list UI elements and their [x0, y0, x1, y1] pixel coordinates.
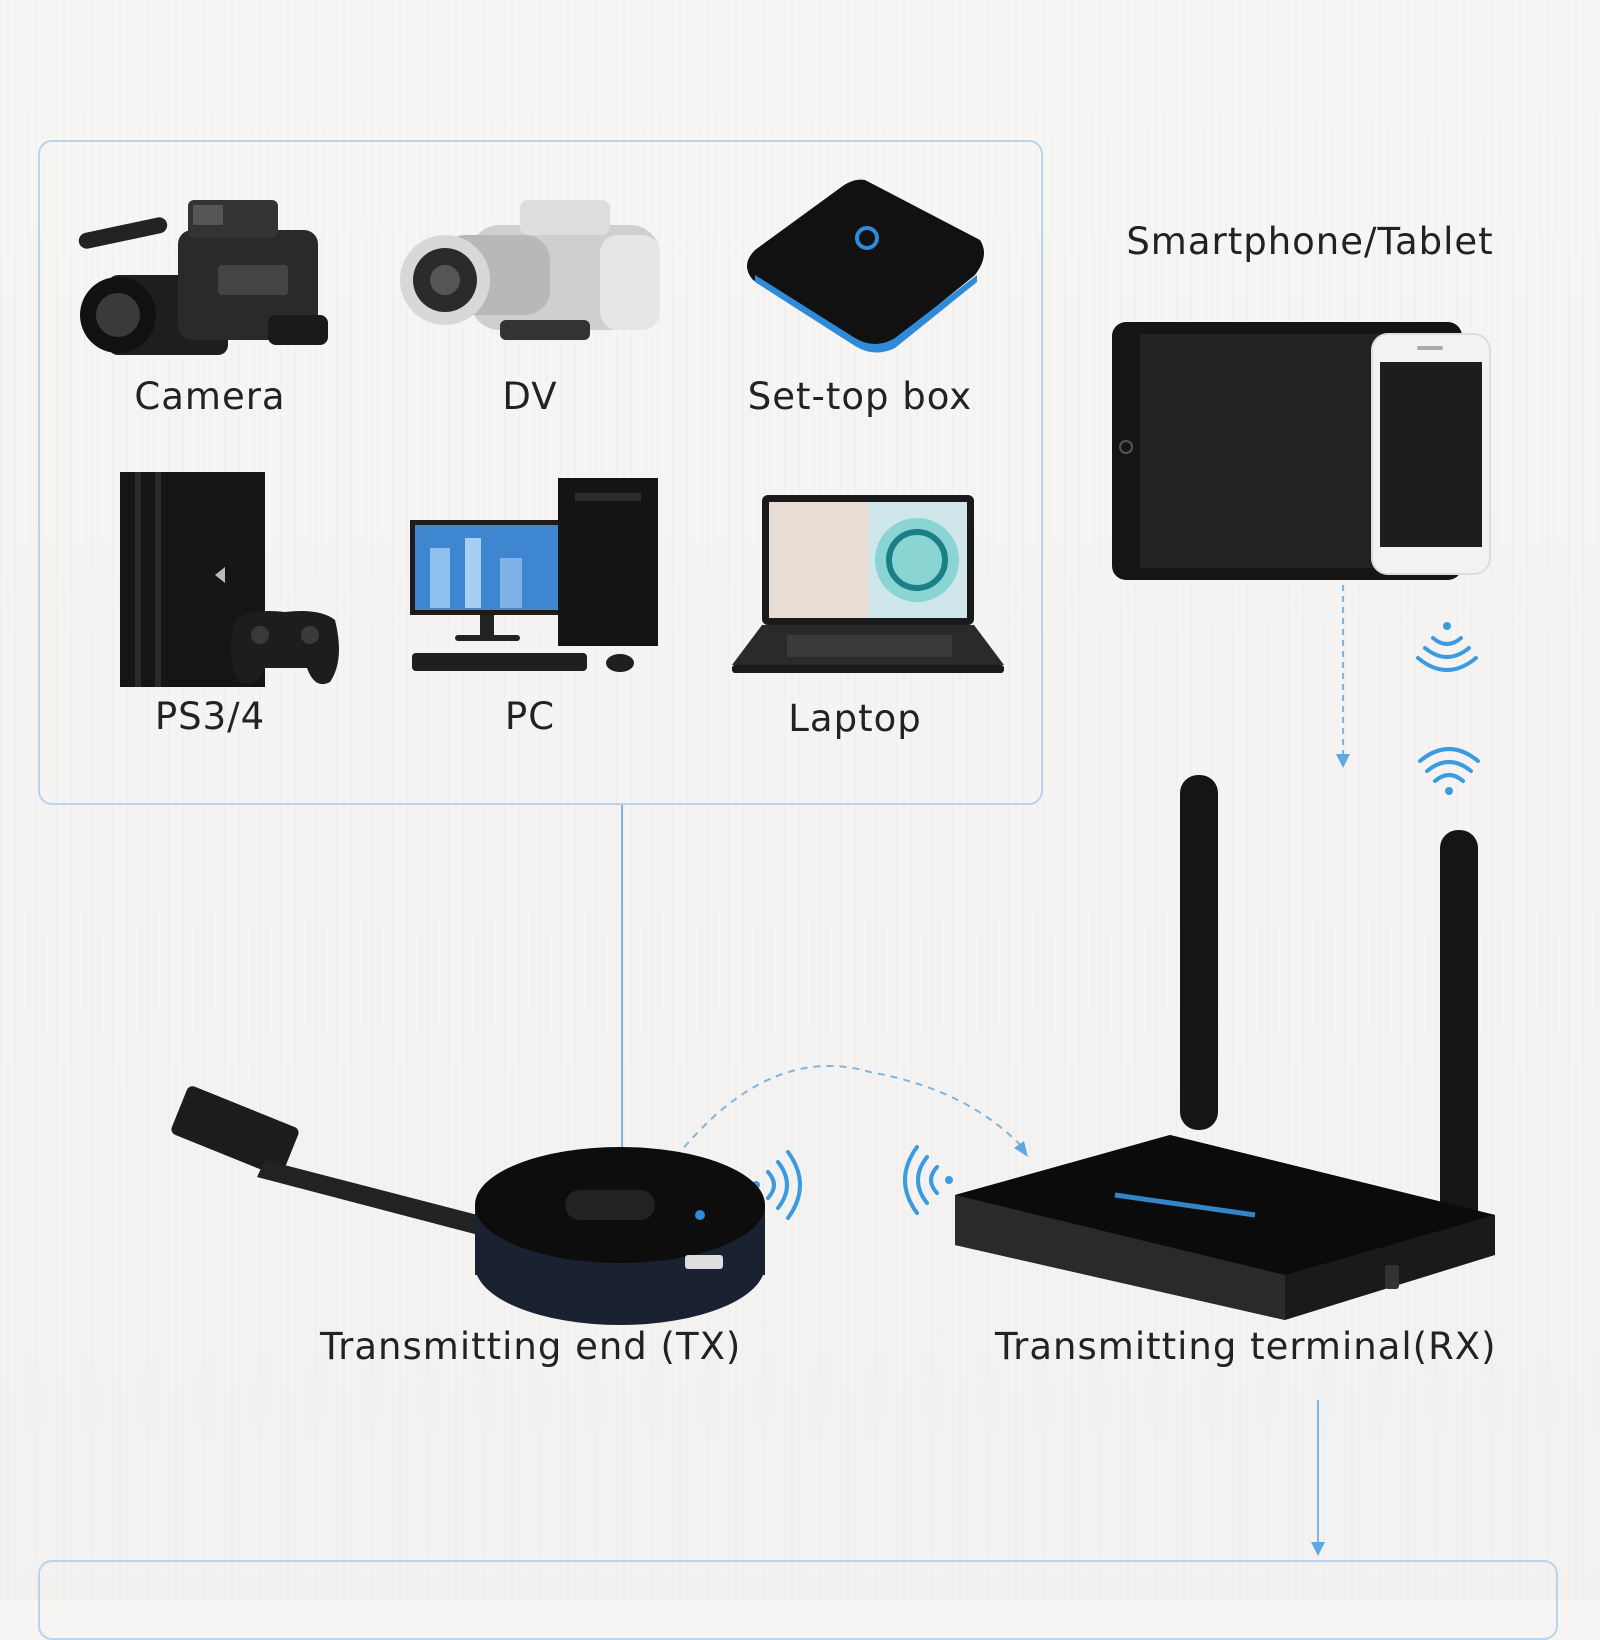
dv-label: DV [502, 375, 558, 418]
settop-box-label: Set-top box [747, 375, 973, 418]
wifi-signal-icon [1416, 622, 1478, 672]
sources-group-box [38, 140, 1043, 805]
settop-box-icon [746, 179, 984, 353]
pc-label: PC [504, 695, 556, 738]
game-console-icon [120, 472, 339, 687]
laptop-icon [732, 495, 1004, 673]
arrowhead-icon [1336, 754, 1350, 768]
antenna-icon [1180, 775, 1218, 1130]
tablet-phone-icon [1112, 322, 1491, 580]
receiver-box-icon [955, 775, 1495, 1320]
arrowhead-icon [1311, 1542, 1325, 1556]
camera-label: Camera [134, 375, 286, 418]
camcorder-icon [78, 200, 328, 355]
rx-label: Transmitting terminal(RX) [995, 1325, 1497, 1368]
mobile-label: Smartphone/Tablet [1126, 220, 1494, 263]
desktop-pc-icon [410, 478, 658, 672]
ps-label: PS3/4 [154, 695, 266, 738]
antenna-icon [1440, 830, 1478, 1260]
display-group-box [38, 1560, 1558, 1640]
wifi-signal-icon [1418, 747, 1480, 795]
tx-label: Transmitting end (TX) [320, 1325, 742, 1368]
wifi-signal-icon [903, 1145, 953, 1215]
handycam-icon [400, 200, 660, 340]
hdmi-dongle-icon [171, 1086, 765, 1325]
laptop-label: Laptop [788, 697, 922, 740]
arrowhead-icon [1014, 1141, 1028, 1157]
